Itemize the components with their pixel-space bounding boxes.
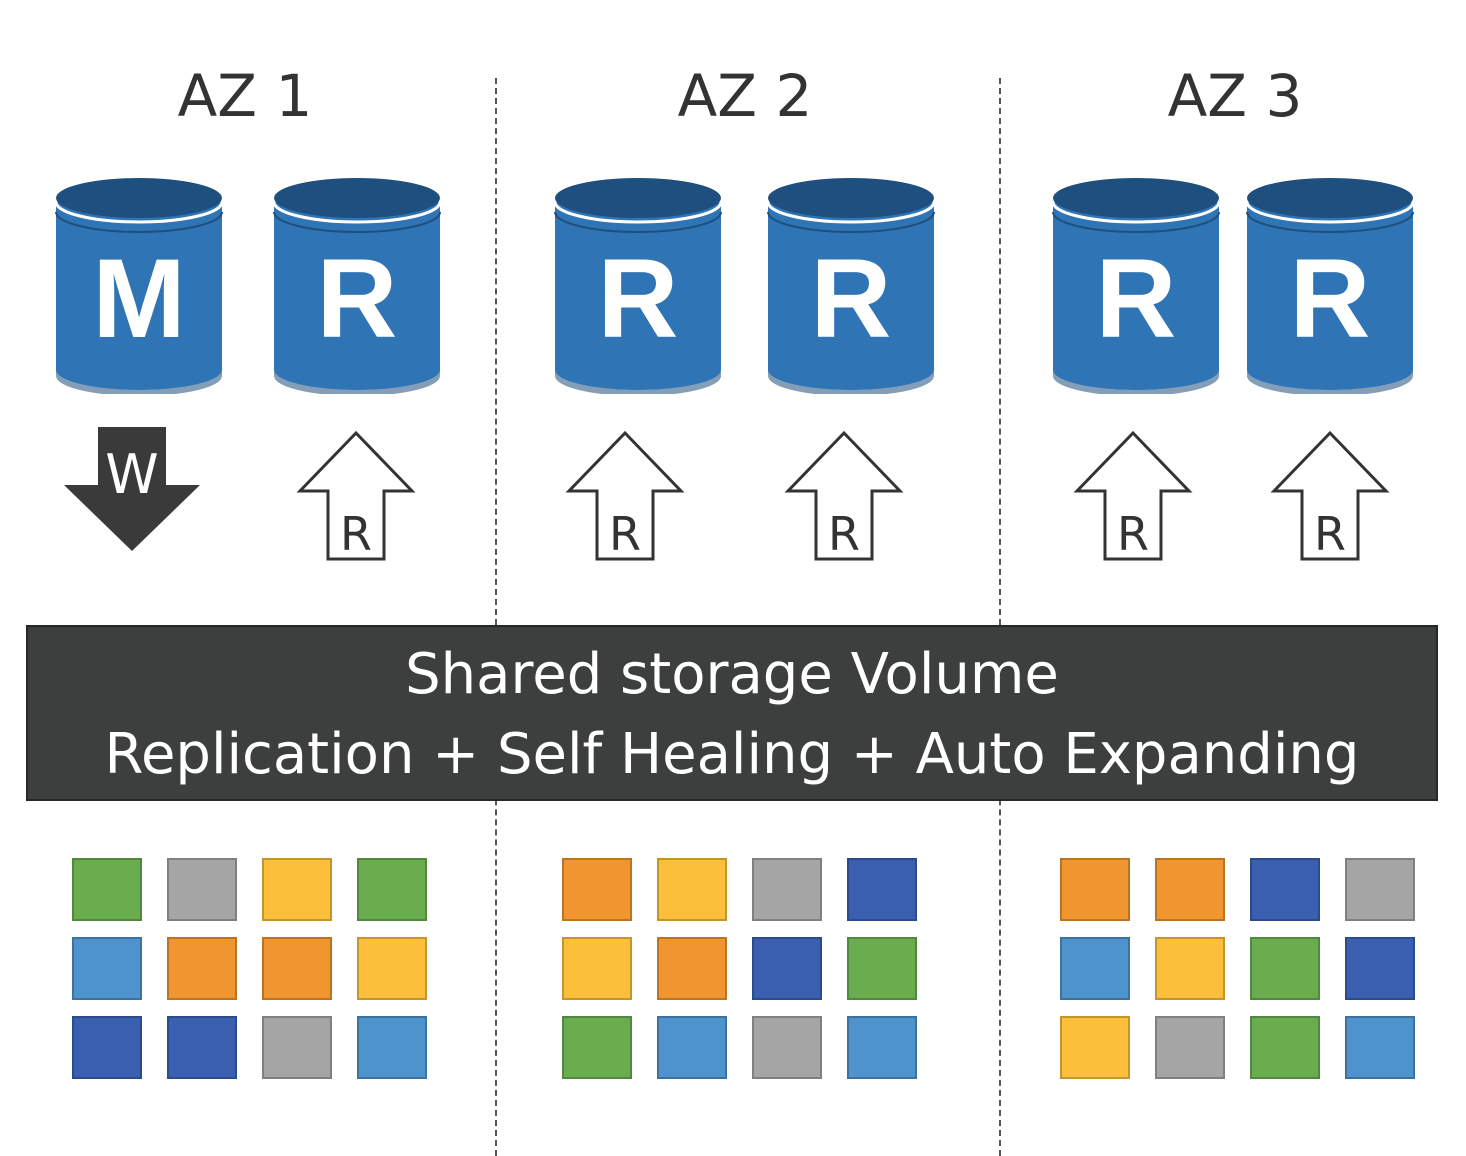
up-arrow-shape (296, 430, 416, 561)
storage-block-green (72, 858, 142, 921)
az-title: AZ 2 (677, 62, 813, 130)
storage-blocks-grid (562, 858, 922, 1088)
database-cylinder-shape (1245, 178, 1415, 394)
up-arrow-shape (565, 430, 685, 561)
storage-title: Shared storage Volume (405, 642, 1059, 707)
arrow-letter: R (340, 507, 372, 561)
database-letter: R (1095, 236, 1177, 361)
storage-block-green (357, 858, 427, 921)
storage-block-lightblue (1345, 1016, 1415, 1079)
storage-block-yellow (1060, 1016, 1130, 1079)
up-arrow-shape (784, 430, 904, 561)
read-arrow-icon: R (1063, 425, 1203, 565)
storage-block-green (562, 1016, 632, 1079)
storage-block-orange (1155, 858, 1225, 921)
storage-block-lightblue (847, 1016, 917, 1079)
replica-database-icon: R (272, 174, 442, 394)
storage-block-lightblue (657, 1016, 727, 1079)
database-letter: M (92, 236, 186, 361)
master-database-icon: M (54, 174, 224, 394)
arrow-letter: R (609, 507, 641, 561)
storage-block-orange (1060, 858, 1130, 921)
storage-block-darkblue (1250, 858, 1320, 921)
database-cylinder-shape (766, 178, 936, 394)
storage-block-darkblue (847, 858, 917, 921)
read-arrow-icon: R (774, 425, 914, 565)
arrow-letter: R (1314, 507, 1346, 561)
read-arrow-icon: R (1260, 425, 1400, 565)
database-cylinder-shape (1051, 178, 1221, 394)
storage-block-yellow (1155, 937, 1225, 1000)
storage-features: Replication + Self Healing + Auto Expand… (104, 722, 1360, 787)
database-letter: R (316, 236, 398, 361)
az-title: AZ 3 (1167, 62, 1303, 130)
storage-block-gray (752, 858, 822, 921)
storage-block-lightblue (72, 937, 142, 1000)
database-cylinder-shape (54, 178, 224, 394)
storage-block-orange (262, 937, 332, 1000)
storage-block-darkblue (752, 937, 822, 1000)
storage-block-orange (167, 937, 237, 1000)
storage-block-gray (262, 1016, 332, 1079)
storage-block-yellow (262, 858, 332, 921)
storage-block-green (1250, 937, 1320, 1000)
read-arrow-icon: R (286, 425, 426, 565)
storage-block-lightblue (1060, 937, 1130, 1000)
storage-blocks-grid (72, 858, 432, 1088)
up-arrow-shape (1270, 430, 1390, 561)
arrow-letter: R (828, 507, 860, 561)
replica-database-icon: R (1051, 174, 1221, 394)
az-title: AZ 1 (177, 62, 313, 130)
up-arrow-shape (1073, 430, 1193, 561)
storage-block-orange (657, 937, 727, 1000)
storage-block-green (1250, 1016, 1320, 1079)
database-cylinder-shape (272, 178, 442, 394)
storage-block-darkblue (1345, 937, 1415, 1000)
storage-block-lightblue (357, 1016, 427, 1079)
storage-block-darkblue (72, 1016, 142, 1079)
az-divider-2 (999, 78, 1001, 1156)
replica-database-icon: R (766, 174, 936, 394)
read-arrow-icon: R (555, 425, 695, 565)
write-arrow-icon: W (62, 425, 202, 565)
storage-block-gray (1155, 1016, 1225, 1079)
storage-block-yellow (562, 937, 632, 1000)
arrow-letter: R (1117, 507, 1149, 561)
storage-block-yellow (357, 937, 427, 1000)
replica-database-icon: R (553, 174, 723, 394)
storage-block-green (847, 937, 917, 1000)
storage-block-yellow (657, 858, 727, 921)
storage-block-gray (167, 858, 237, 921)
database-letter: R (597, 236, 679, 361)
storage-block-orange (562, 858, 632, 921)
database-letter: R (1289, 236, 1371, 361)
storage-block-darkblue (167, 1016, 237, 1079)
arrow-letter: W (105, 443, 159, 506)
storage-block-gray (1345, 858, 1415, 921)
database-cylinder-shape (553, 178, 723, 394)
storage-blocks-grid (1060, 858, 1420, 1088)
shared-storage-volume-bar: Shared storage Volume Replication + Self… (26, 625, 1438, 801)
down-arrow-shape (64, 427, 200, 551)
az-divider-1 (495, 78, 497, 1156)
replica-database-icon: R (1245, 174, 1415, 394)
storage-block-gray (752, 1016, 822, 1079)
database-letter: R (810, 236, 892, 361)
